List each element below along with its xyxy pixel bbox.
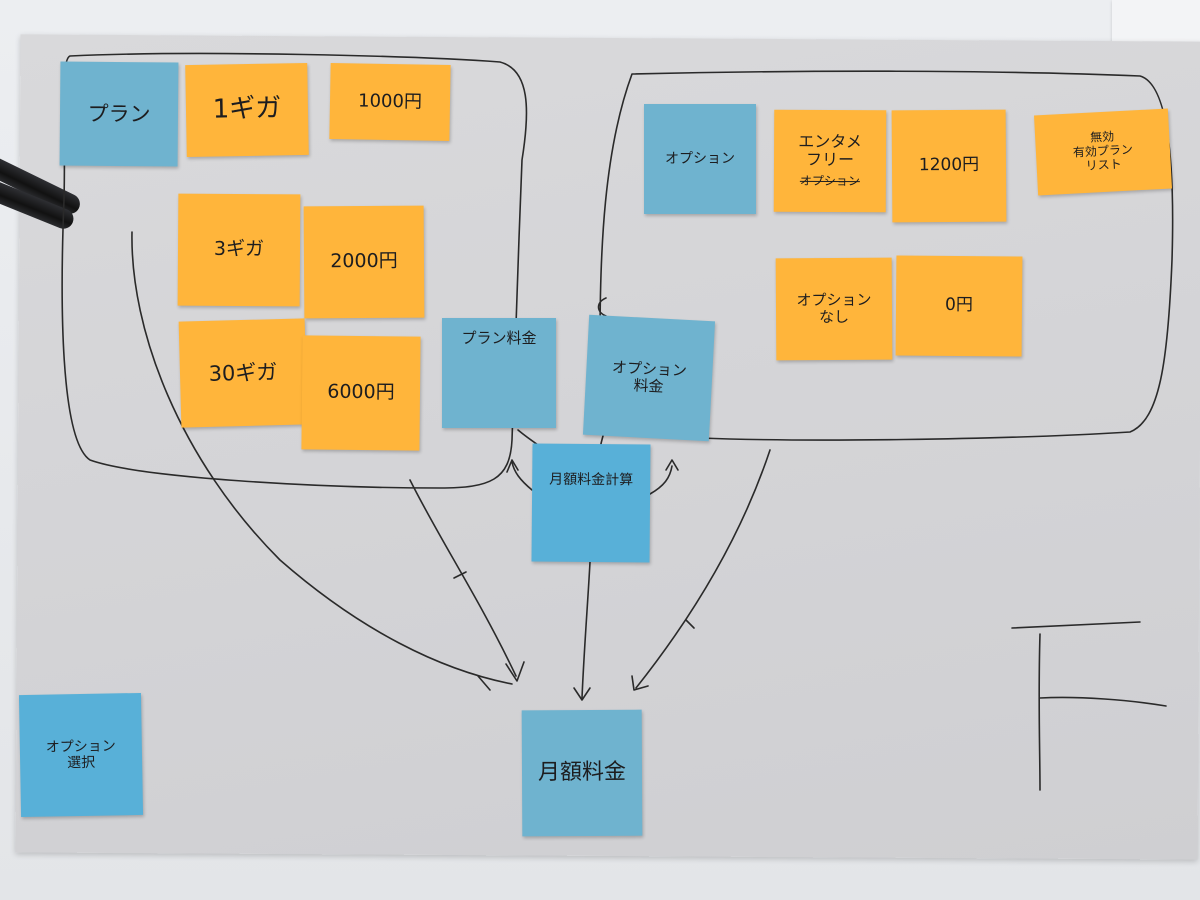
arrow-calc-to-option-fee	[649, 465, 673, 495]
note-3giga: 3ギガ	[177, 193, 301, 307]
drawn-frame-glyph	[1011, 621, 1141, 629]
note-entame-free-text: エンタメ フリー	[798, 131, 862, 170]
note-0yen: 0円	[895, 255, 1023, 357]
note-option-select: オプション 選択	[18, 692, 144, 818]
note-2000yen: 2000円	[303, 205, 425, 319]
note-option: オプション	[644, 104, 756, 214]
note-monthly-fee: 月額料金	[521, 709, 643, 837]
note-plan: プラン	[59, 61, 179, 167]
note-no-option: オプション なし	[775, 257, 893, 361]
note-monthly-calc: 月額料金計算	[531, 443, 651, 563]
note-1200yen: 1200円	[891, 109, 1007, 223]
arrow-calc-to-plan-fee	[511, 461, 533, 491]
note-invalid-plan-list: 無効 有効プラン リスト	[1033, 108, 1173, 196]
note-30giga: 30ギガ	[178, 318, 308, 428]
arrow-plan-price	[409, 479, 517, 677]
arrow-plan-selection	[131, 231, 513, 685]
note-option-fee: オプション 料金	[582, 314, 716, 442]
note-plan-fee: プラン料金	[442, 318, 556, 428]
corner-paper-top-right	[1112, 0, 1200, 48]
plan-region-outline	[61, 52, 528, 489]
note-1000yen: 1000円	[329, 62, 451, 142]
arrow-calc-to-monthly	[581, 561, 591, 699]
note-entame-free-strike: オプション	[799, 174, 860, 189]
note-1giga: 1ギガ	[185, 62, 309, 158]
note-6000yen: 6000円	[301, 335, 421, 451]
arrow-option-price	[635, 449, 771, 689]
note-entame-free: エンタメ フリー オプション	[773, 109, 887, 213]
